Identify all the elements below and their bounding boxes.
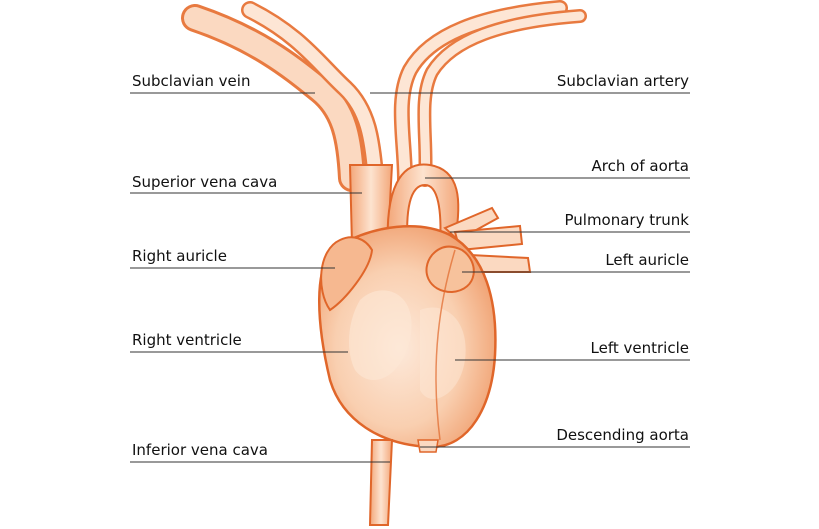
subclavian-artery-vessels xyxy=(393,0,587,188)
label-left-ventricle: Left ventricle xyxy=(590,339,689,357)
label-subclavian-artery: Subclavian artery xyxy=(556,72,689,90)
inferior-vena-cava-vessel xyxy=(368,439,394,526)
label-pulmonary-trunk: Pulmonary trunk xyxy=(564,211,689,229)
label-descending-aorta: Descending aorta xyxy=(556,426,689,444)
label-left-auricle: Left auricle xyxy=(605,251,689,269)
subclavian-vein-vessels xyxy=(181,1,384,192)
label-superior-vena-cava: Superior vena cava xyxy=(132,173,278,191)
label-right-auricle: Right auricle xyxy=(132,247,227,265)
descending-aorta-vessel xyxy=(417,439,439,453)
label-subclavian-vein: Subclavian vein xyxy=(132,72,251,90)
heart-body xyxy=(318,225,497,449)
leader-lines xyxy=(130,92,690,463)
label-inferior-vena-cava: Inferior vena cava xyxy=(132,441,268,459)
label-arch-of-aorta: Arch of aorta xyxy=(591,157,689,175)
label-right-ventricle: Right ventricle xyxy=(132,331,242,349)
